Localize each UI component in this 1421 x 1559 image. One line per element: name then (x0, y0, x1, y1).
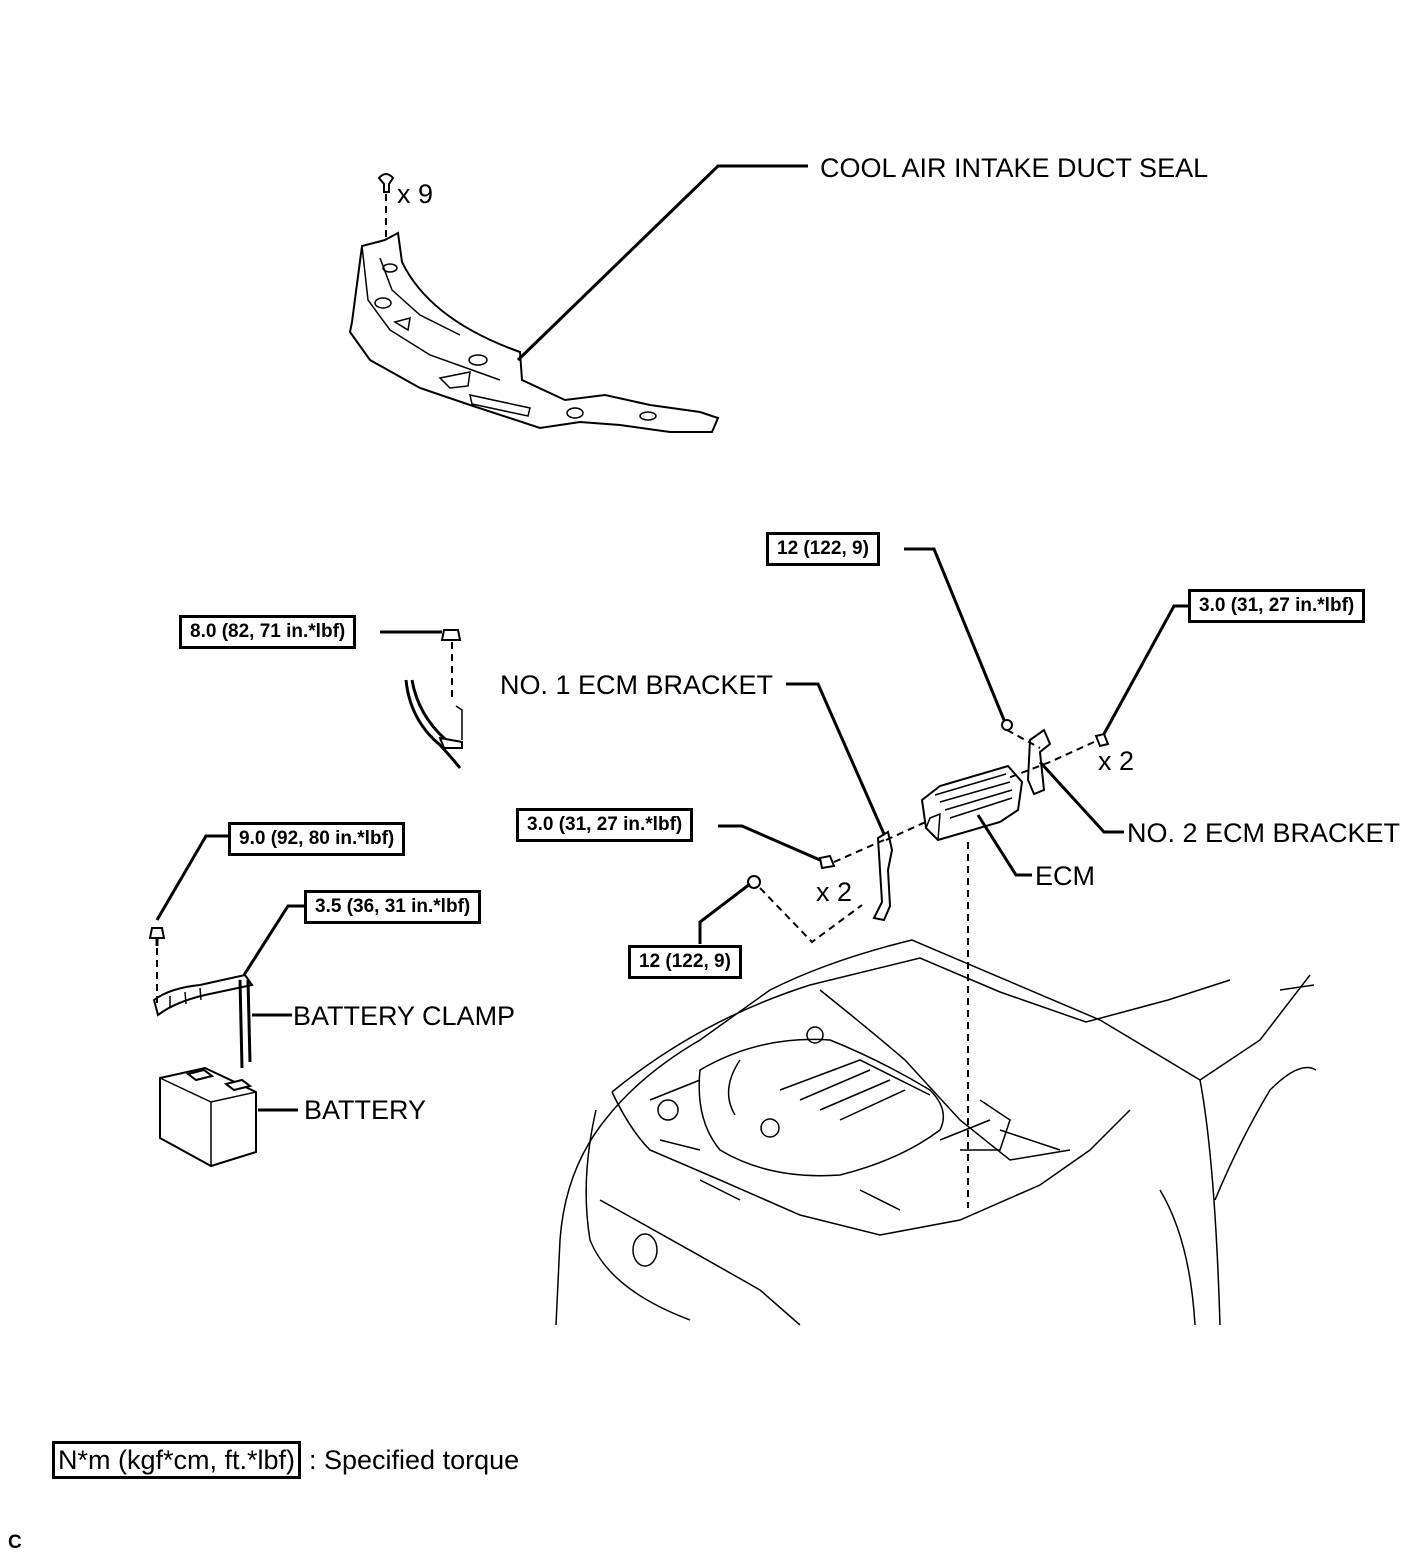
no1-ecm-bracket (872, 830, 894, 922)
cool-air-intake-duct-seal (348, 231, 720, 433)
legend-specified-torque-text: : Specified torque (309, 1445, 520, 1475)
torque-clamp-nut: 3.5 (36, 31 in.*lbf) (304, 890, 482, 924)
ecm (920, 764, 1024, 842)
torque-bracket-nut-top: 12 (122, 9) (766, 532, 880, 566)
quantity-bolts-left: x 2 (816, 877, 853, 907)
clip-fastener (377, 173, 395, 193)
legend-torque-unit-box: N*m (kgf*cm, ft.*lbf) (52, 1441, 302, 1479)
label-cool-air-intake-duct-seal: COOL AIR INTAKE DUCT SEAL (820, 153, 1209, 183)
battery-clamp (152, 973, 254, 1069)
label-battery: BATTERY (304, 1095, 427, 1125)
label-no2-ecm-bracket: NO. 2 ECM BRACKET (1127, 818, 1401, 848)
torque-bracket-nut-bottom: 12 (122, 9) (628, 945, 742, 979)
torque-bracket-bolt-left: 3.0 (31, 27 in.*lbf) (516, 808, 694, 842)
label-ecm: ECM (1035, 861, 1095, 891)
terminal-nut (440, 629, 462, 641)
battery-terminal-cable (404, 679, 463, 769)
quantity-clips: x 9 (397, 179, 434, 209)
torque-bracket-bolt-right: 3.0 (31, 27 in.*lbf) (1188, 589, 1366, 623)
corner-mark: C (8, 1532, 22, 1553)
quantity-bolts-right: x 2 (1098, 746, 1135, 776)
torque-terminal-nut: 8.0 (82, 71 in.*lbf) (179, 615, 357, 649)
label-battery-clamp: BATTERY CLAMP (293, 1001, 516, 1031)
no2-ecm-bracket (1026, 728, 1052, 796)
vehicle-front-illustration (555, 939, 1317, 1326)
battery (159, 1066, 257, 1168)
torque-clamp-bolt: 9.0 (92, 80 in.*lbf) (228, 822, 406, 856)
label-no1-ecm-bracket: NO. 1 ECM BRACKET (500, 670, 774, 700)
clamp-bolt (148, 927, 166, 946)
